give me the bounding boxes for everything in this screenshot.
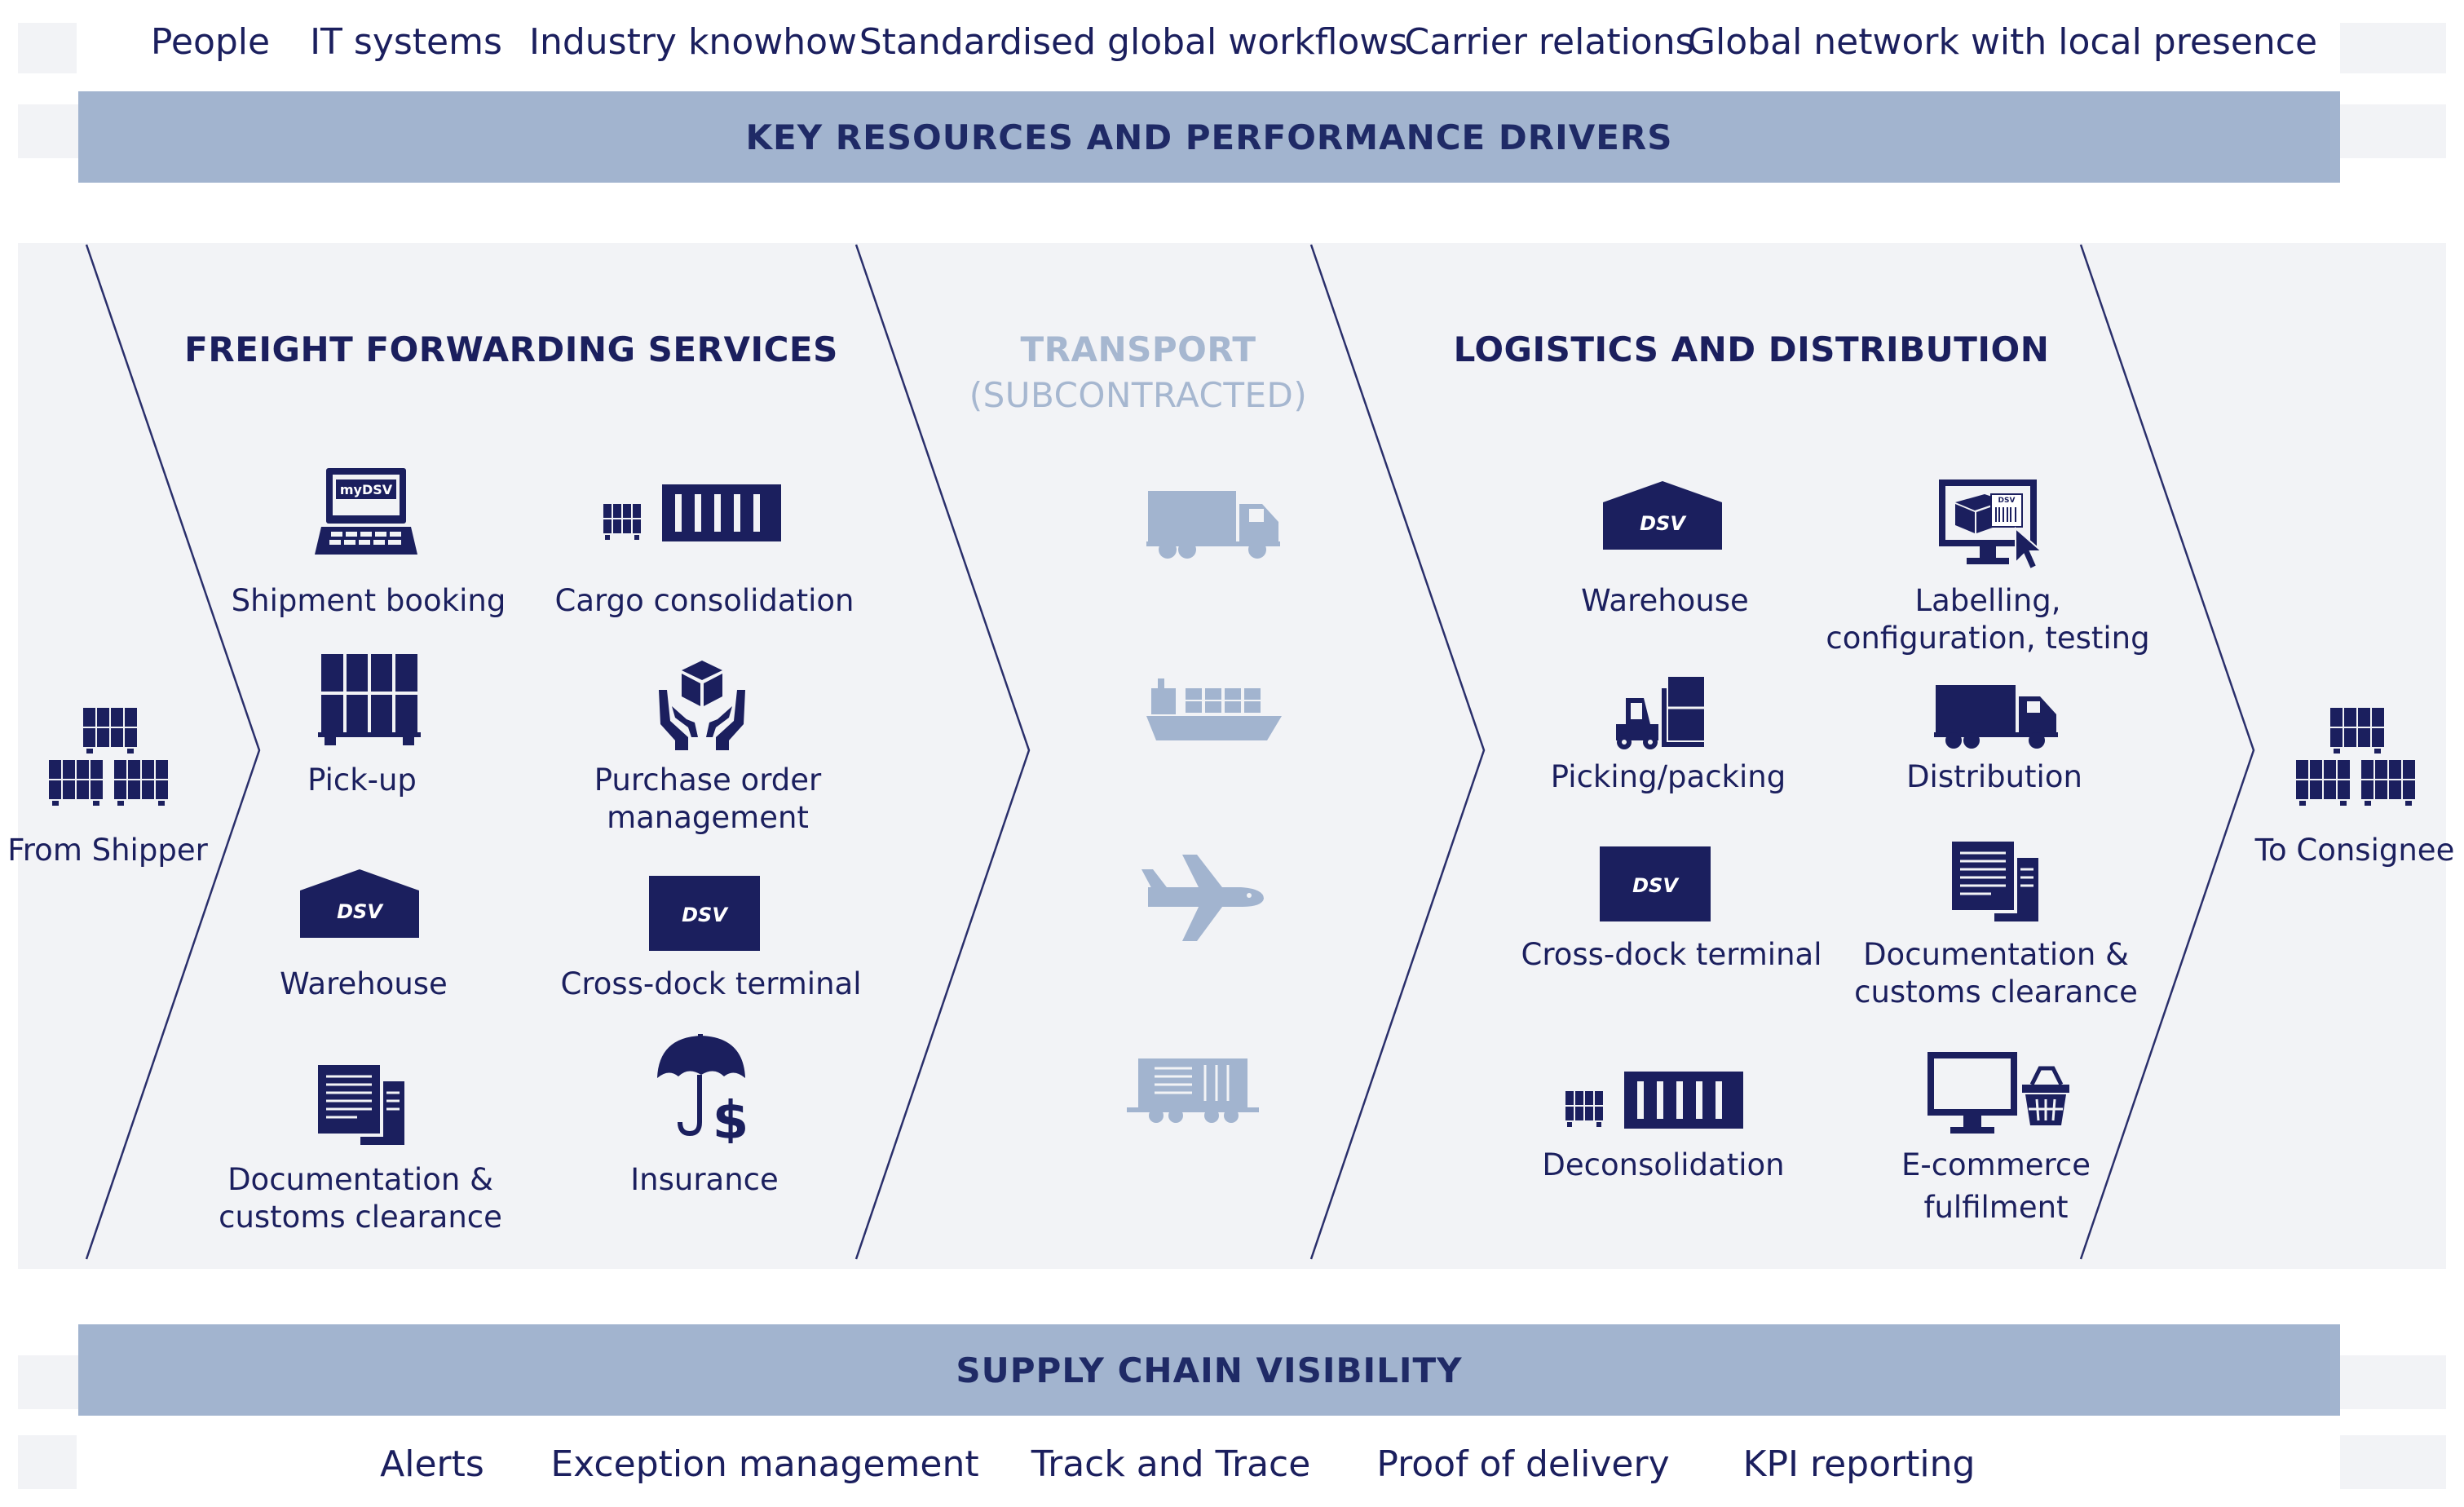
transport-subtitle: (SUBCONTRACTED) [969, 375, 1308, 415]
service-label: Cross-dock terminal [560, 966, 862, 1001]
freight-forwarding-title: FREIGHT FORWARDING SERVICES [184, 329, 838, 369]
service-label: E-commerce fulfilment [1901, 1147, 2091, 1226]
top-left-strip [18, 23, 77, 73]
label-logo-text: DSV [1998, 497, 2016, 505]
label-line: Purchase order [594, 762, 822, 798]
transport-title: TRANSPORT [1020, 329, 1256, 369]
to-consignee-label: To Consignee [2254, 833, 2455, 868]
label-line: customs clearance [219, 1200, 502, 1235]
monitor-basket-icon [1927, 1052, 2069, 1134]
resource-item: Industry knowhow [528, 21, 858, 63]
band-left-strip [18, 104, 78, 158]
resource-item: IT systems [310, 21, 502, 63]
cross-dock-logo-text: DSV [682, 904, 729, 926]
key-resources-band: KEY RESOURCES AND PERFORMANCE DRIVERS [78, 91, 2340, 183]
monitor-label-icon: DSV [1939, 480, 2044, 571]
label-line: management [607, 800, 809, 835]
service-label: Shipment booking [231, 583, 506, 618]
label-line: E-commerce [1901, 1147, 2091, 1182]
service-label: Purchase order management [594, 762, 821, 837]
supply-chain-visibility-band: SUPPLY CHAIN VISIBILITY [78, 1324, 2340, 1416]
container-consolidation-icon [603, 484, 781, 541]
visibility-item: KPI reporting [1742, 1443, 1976, 1485]
label-line: Labelling, [1914, 583, 2061, 618]
service-label: Deconsolidation [1542, 1147, 1785, 1182]
label-line: configuration, testing [1826, 621, 2150, 656]
service-label: Documentation & customs clearance [219, 1161, 502, 1236]
visibility-item: Exception management [550, 1443, 979, 1485]
warehouse-logo-text: DSV [337, 900, 384, 923]
visibility-item: Track and Trace [1031, 1443, 1311, 1485]
umbrella-dollar-icon: $ [657, 1034, 749, 1143]
bottom-right-strip [2340, 1435, 2446, 1489]
warehouse-icon: DSV [300, 869, 419, 938]
resources-row: People IT systems Industry knowhow Stand… [0, 0, 2464, 90]
service-label: Warehouse [280, 966, 448, 1001]
vis-band-left-strip [18, 1355, 78, 1409]
visibility-item: Alerts [380, 1443, 484, 1485]
service-label: Warehouse [1581, 583, 1749, 618]
train-icon [1127, 1058, 1259, 1123]
band-right-strip [2340, 104, 2446, 158]
cross-dock-icon: DSV [1600, 846, 1711, 921]
documents-icon [1952, 842, 2038, 921]
pallet-stack-icon [318, 654, 421, 745]
visibility-item: Proof of delivery [1376, 1443, 1670, 1485]
vis-band-right-strip [2340, 1355, 2446, 1409]
dollar-sign: $ [713, 1091, 749, 1143]
hands-box-icon [659, 661, 745, 750]
resource-item: Global network with local presence [1687, 21, 2318, 63]
label-line: Documentation & [227, 1162, 493, 1197]
cross-dock-logo-text: DSV [1632, 874, 1680, 897]
service-label: Pick-up [307, 762, 417, 798]
from-shipper-label: From Shipper [7, 833, 208, 868]
laptop-screen-text: myDSV [340, 482, 393, 497]
service-label: Documentation & customs clearance [1854, 936, 2138, 1011]
service-label: Cargo consolidation [554, 583, 854, 618]
label-line: Documentation & [1863, 937, 2129, 972]
documents-icon [318, 1065, 404, 1145]
resource-item: Carrier relations [1404, 21, 1694, 63]
service-label: Insurance [630, 1162, 779, 1197]
service-label: Labelling, configuration, testing [1826, 582, 2149, 657]
label-line: customs clearance [1854, 974, 2138, 1010]
service-label: Distribution [1906, 759, 2082, 794]
label-line: fulfilment [1923, 1190, 2069, 1225]
logistics-title: LOGISTICS AND DISTRIBUTION [1453, 329, 2050, 369]
service-label: Picking/packing [1550, 759, 1786, 794]
delivery-truck-icon [1934, 685, 2058, 749]
laptop-mydsv-icon: myDSV [315, 468, 417, 555]
cross-dock-icon: DSV [649, 876, 760, 951]
warehouse-logo-text: DSV [1640, 512, 1687, 535]
plane-icon [1141, 855, 1264, 941]
top-right-strip [2340, 23, 2446, 73]
service-label: Cross-dock terminal [1521, 937, 1822, 972]
ship-icon [1146, 678, 1282, 740]
container-deconsolidation-icon [1565, 1072, 1743, 1129]
forklift-icon [1616, 677, 1704, 749]
resource-item: Standardised global workflows [859, 21, 1408, 63]
consignee-pallets-icon [2296, 708, 2415, 806]
warehouse-icon: DSV [1603, 481, 1722, 550]
shipper-pallets-icon [49, 708, 168, 806]
truck-icon [1146, 491, 1280, 559]
resource-item: People [150, 21, 271, 63]
bottom-left-strip [18, 1435, 77, 1489]
